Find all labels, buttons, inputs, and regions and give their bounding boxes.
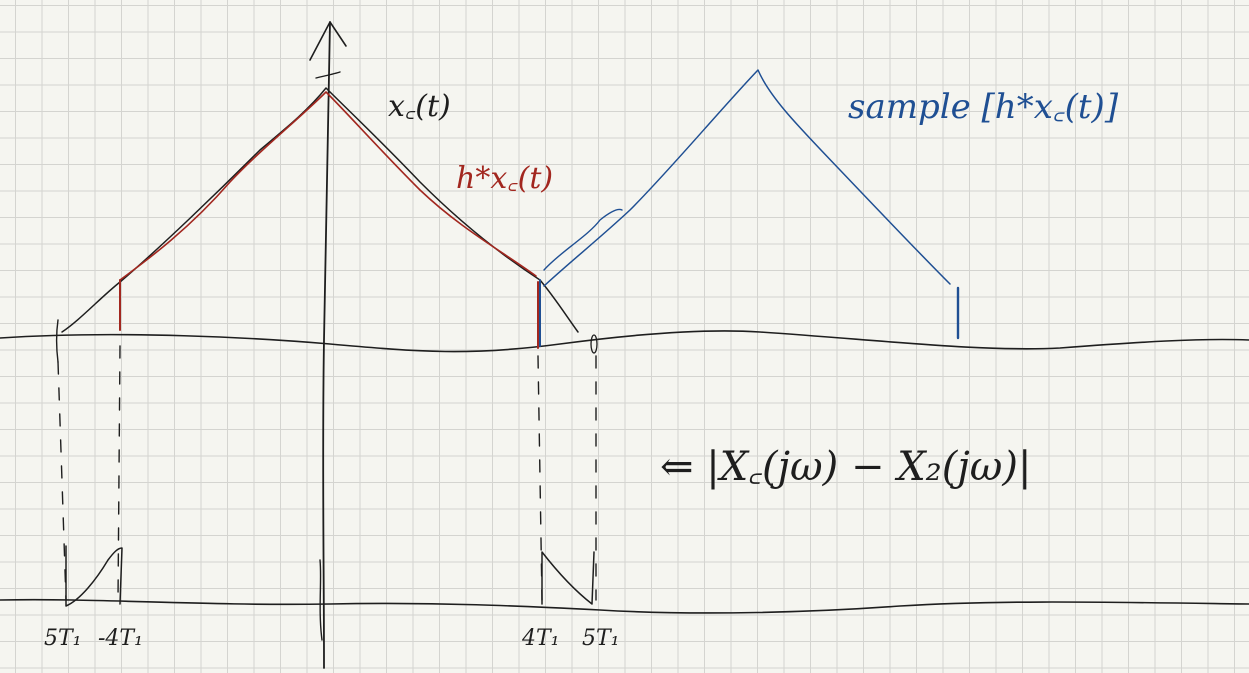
vertical-axis [322, 21, 331, 669]
upper-time-axis [0, 330, 1249, 353]
lower-axis [0, 598, 1249, 614]
tick-label-pos5t1: 5T₁ [582, 626, 620, 651]
h-conv-label: h*x꜀(t) [456, 161, 553, 196]
tick-label-neg4t1: -4T₁ [98, 626, 143, 651]
tick-label-neg5t1: 5T₁ [44, 626, 82, 651]
sample-note: sample [h*x꜀(t)] [848, 87, 1119, 127]
tick-label-pos4t1: 4T₁ [521, 626, 560, 651]
axis-marker [590, 334, 598, 354]
h-conv-curve [119, 91, 537, 281]
error-hump-right [541, 551, 595, 605]
origin-tick [319, 559, 323, 641]
error-hump-left [65, 545, 123, 607]
error-note: ⇐ |X꜀(jω) − X₂(jω)| [660, 444, 1031, 490]
sampled-replica-left-lobe [543, 208, 623, 271]
xc-triangle [61, 87, 579, 333]
proj-line-neg4 [117, 345, 121, 601]
proj-line-neg5 [57, 361, 67, 601]
xc-label: x꜀(t) [388, 89, 451, 124]
xc-left-end-mark [55, 319, 59, 363]
vertical-axis-arrowhead [309, 21, 347, 61]
sampled-replica-curve [543, 69, 951, 287]
xc-peak-mark [315, 71, 341, 79]
